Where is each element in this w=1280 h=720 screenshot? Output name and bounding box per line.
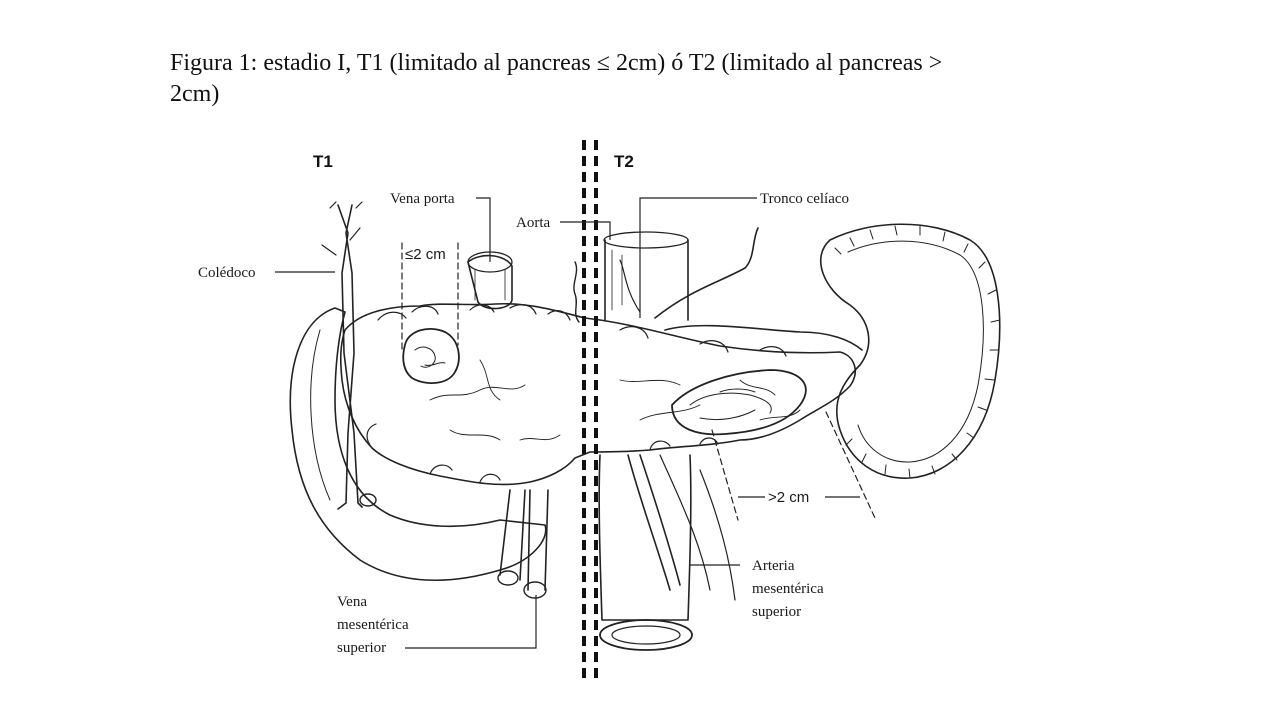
t1-heading: T1 (313, 152, 333, 171)
caption-line-2: 2cm) (170, 81, 220, 107)
aorta (604, 239, 689, 321)
label-vena-mes-1: Vena (337, 594, 367, 610)
label-arteria-3: superior (752, 604, 801, 620)
label-vena-porta: Vena porta (390, 191, 455, 207)
caption-line-1: Figura 1: estadio I, T1 (limitado al pan… (170, 50, 943, 76)
pancreas (339, 302, 856, 486)
t1-t2-divider (582, 140, 598, 680)
superior-mesenteric-vein (499, 489, 549, 591)
label-vena-mes-3: superior (337, 640, 386, 656)
label-aorta: Aorta (516, 215, 550, 231)
spleen (819, 223, 1001, 479)
portal-vein (467, 254, 513, 310)
label-size-small: ≤2 cm (405, 246, 446, 263)
label-vena-mes-2: mesentérica (337, 617, 409, 633)
common-bile-duct (337, 204, 363, 510)
label-arteria-1: Arteria (752, 558, 795, 574)
celiac-trunk (654, 227, 863, 351)
figure-caption: Figura 1: estadio I, T1 (limitado al pan… (170, 48, 1050, 110)
label-coledoco: Colédoco (198, 265, 256, 281)
t2-heading: T2 (614, 152, 634, 171)
superior-mesenteric-artery (627, 454, 681, 591)
label-arteria-2: mesentérica (752, 581, 824, 597)
label-tronco-celiaco: Tronco celíaco (760, 191, 849, 207)
t1-tumor (402, 328, 460, 384)
label-size-large: >2 cm (768, 489, 809, 506)
t2-tumor (671, 369, 807, 436)
duodenum (289, 307, 547, 582)
